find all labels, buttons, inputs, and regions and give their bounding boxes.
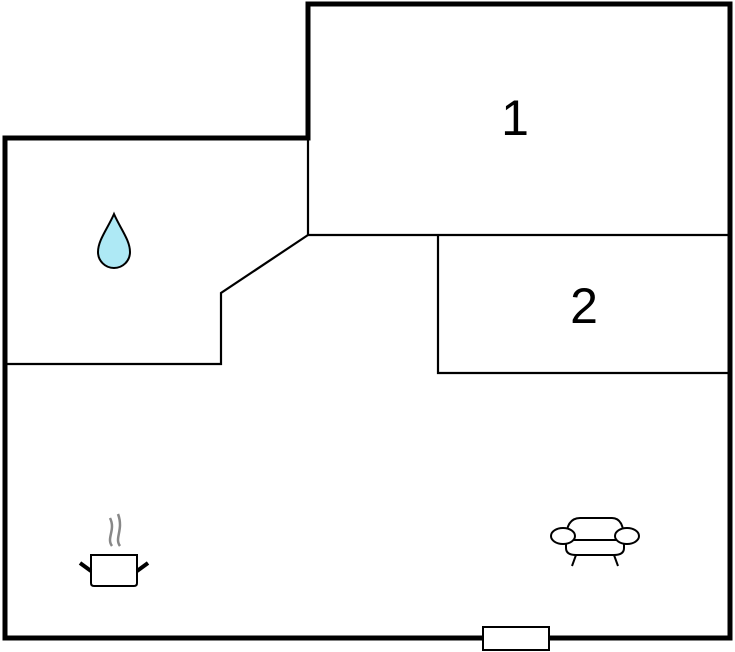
sofa-icon bbox=[550, 517, 640, 567]
water-drop-icon bbox=[96, 211, 132, 269]
wall-diagonal bbox=[5, 234, 309, 366]
room-2-label: 2 bbox=[570, 278, 598, 334]
wall-room-2 bbox=[436, 235, 730, 375]
wall-bathroom bbox=[306, 138, 730, 237]
room-1-label: 1 bbox=[501, 90, 529, 146]
cooking-pot-icon bbox=[78, 513, 150, 587]
door-icon bbox=[482, 626, 550, 651]
